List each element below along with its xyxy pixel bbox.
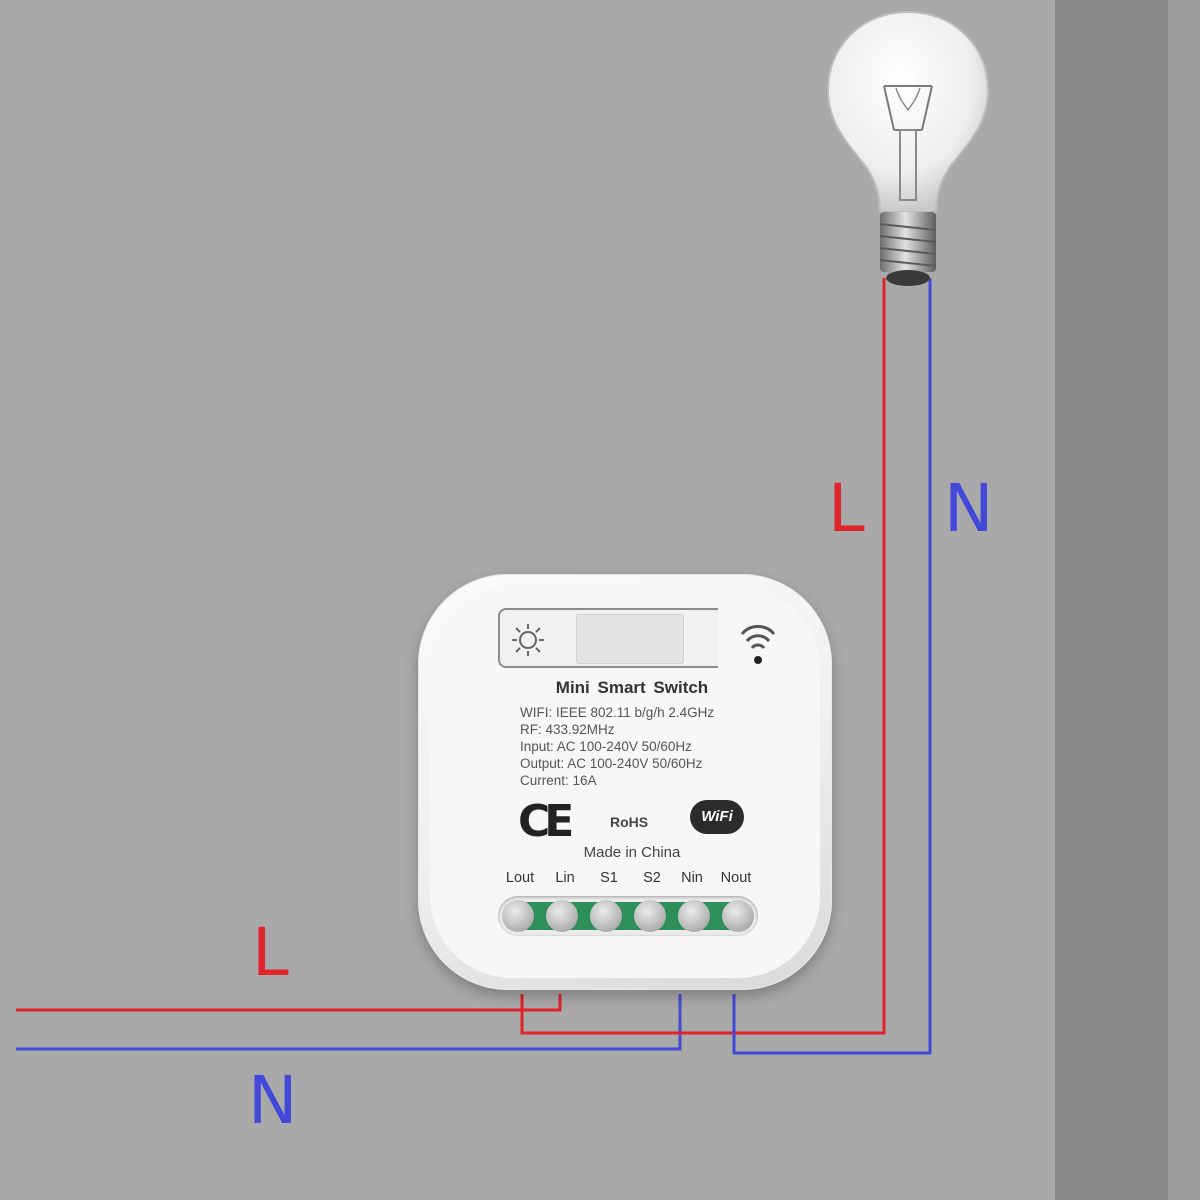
rohs-mark: RoHS <box>610 814 649 830</box>
terminal-label-nout: Nout <box>720 870 752 886</box>
spec-input: Input: AC 100-240V 50/60Hz <box>520 739 692 754</box>
screw-nin[interactable] <box>678 900 710 932</box>
screw-s2[interactable] <box>634 900 666 932</box>
terminal-label-s2: S2 <box>643 870 661 886</box>
wifi-badge: WiFi <box>690 800 744 834</box>
live-label-left: L <box>252 914 289 991</box>
screw-nout[interactable] <box>722 900 754 932</box>
terminal-label-s1: S1 <box>600 870 618 886</box>
terminal-block <box>498 896 758 936</box>
spec-output: Output: AC 100-240V 50/60Hz <box>520 756 703 771</box>
spec-wifi: WIFI: IEEE 802.11 b/g/h 2.4GHz <box>520 705 715 720</box>
mini-smart-switch: Mini Smart Switch WIFI: IEEE 802.11 b/g/… <box>418 574 832 990</box>
terminal-label-lout: Lout <box>505 870 535 886</box>
screw-s1[interactable] <box>590 900 622 932</box>
wall-edge <box>1168 0 1200 1200</box>
neutral-wire-in <box>16 994 682 1051</box>
neutral-label-left: N <box>248 1062 298 1139</box>
live-wire-out <box>520 278 886 1035</box>
ce-mark: CE <box>518 796 574 847</box>
spec-block: WIFI: IEEE 802.11 b/g/h 2.4GHz RF: 433.9… <box>520 704 714 789</box>
neutral-label-top: N <box>944 470 994 547</box>
screw-lin[interactable] <box>546 900 578 932</box>
neutral-wire-out <box>732 278 932 1055</box>
spec-current: Current: 16A <box>520 773 597 788</box>
terminal-label-nin: Nin <box>681 870 703 886</box>
bulb-symbol-icon <box>512 624 544 656</box>
made-in-label: Made in China <box>583 844 681 861</box>
screw-lout[interactable] <box>502 900 534 932</box>
light-bulb-icon <box>826 10 990 286</box>
terminal-pcb <box>506 902 750 930</box>
terminal-label-lin: Lin <box>555 870 575 886</box>
spec-rf: RF: 433.92MHz <box>520 722 615 737</box>
wifi-signal-icon <box>740 625 776 664</box>
live-wire-in <box>16 994 562 1012</box>
device-title: Mini Smart Switch <box>555 678 709 697</box>
led-indicator-window <box>576 614 684 664</box>
live-label-top: L <box>828 470 865 547</box>
